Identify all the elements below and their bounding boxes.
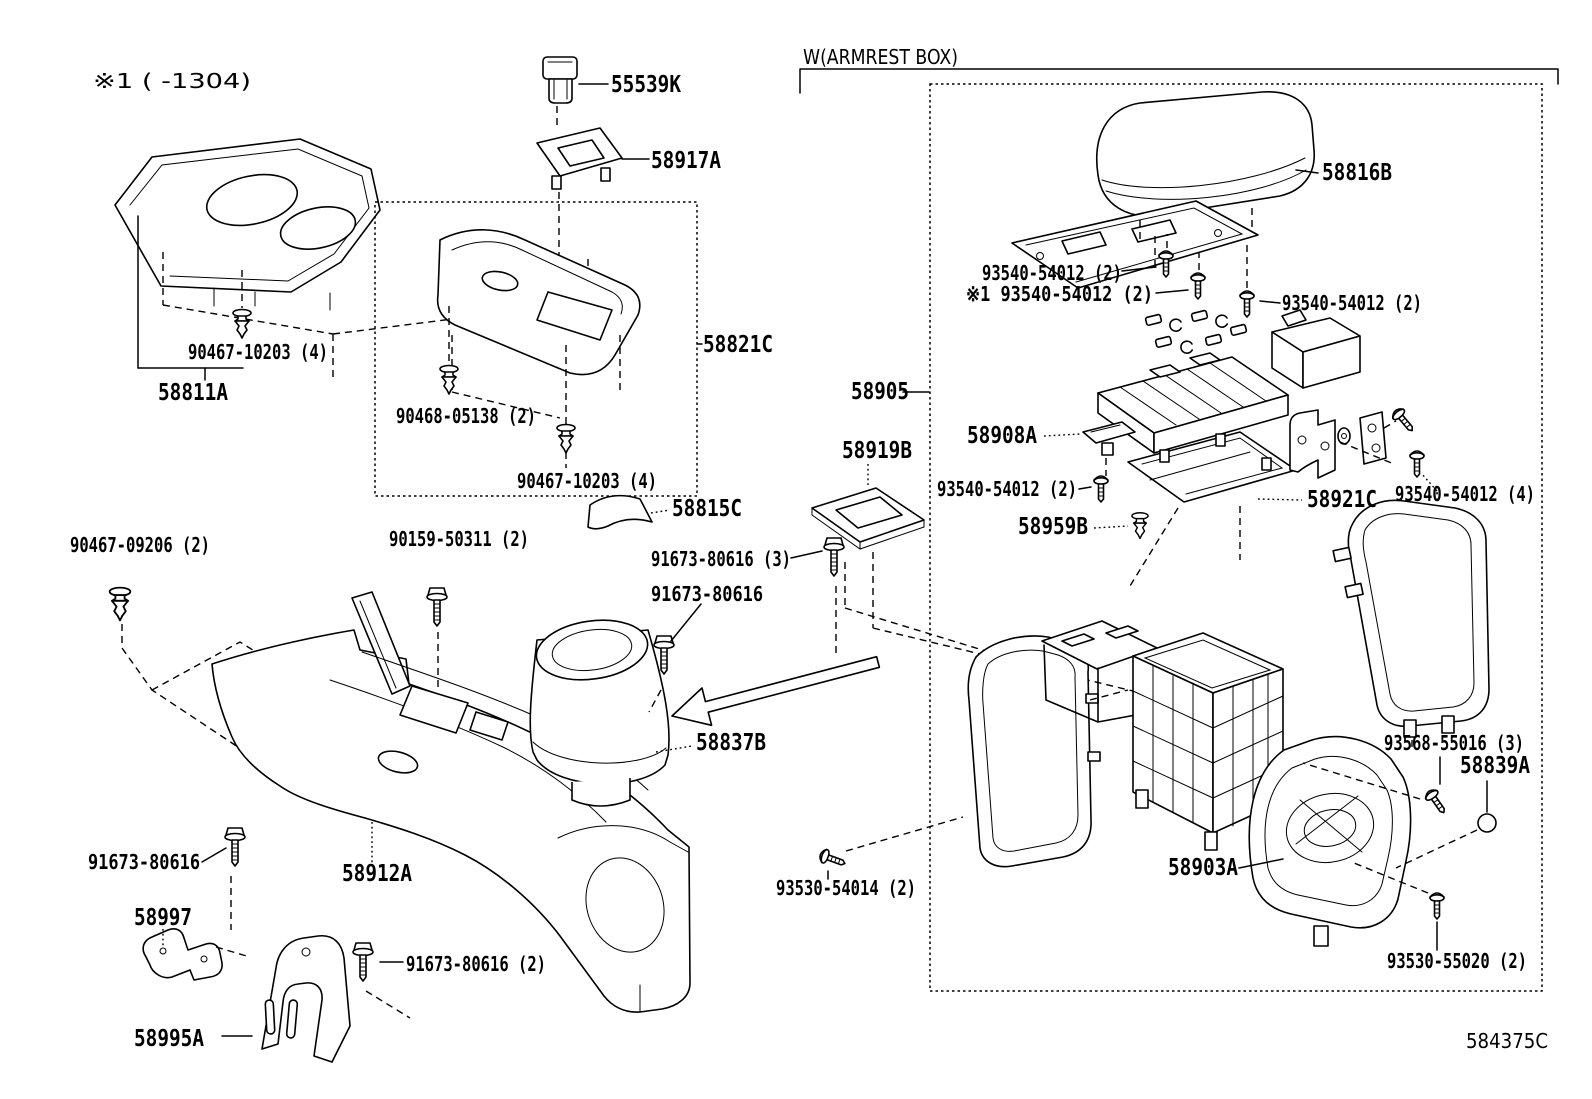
label-90468-05138: 90468-05138 (2)	[396, 404, 536, 428]
mechanism-block-drawing	[1097, 352, 1289, 454]
label-90159-50311: 90159-50311 (2)	[389, 527, 529, 551]
part-58997-drawing	[142, 928, 251, 981]
label-93530-54014: 93530-54014 (2)	[776, 876, 916, 900]
label-58917a: 58917A	[651, 148, 721, 174]
screw-93530-54014-drawing	[817, 816, 964, 880]
label-58903a: 58903A	[1168, 855, 1238, 881]
label-58837b: 58837B	[696, 730, 766, 756]
label-91673-80616-a: 91673-80616	[651, 582, 763, 606]
part-58811a-drawing	[114, 138, 589, 382]
label-91673-80616-b: 91673-80616	[88, 850, 200, 874]
part-58921c-drawing	[1127, 431, 1303, 587]
screw-93530-55020-drawing	[1353, 862, 1445, 951]
label-90467-10203-b: 90467-10203 (4)	[517, 469, 657, 493]
label-93540-54012-a: 93540-54012 (2)	[982, 261, 1122, 285]
part-58917a-drawing	[536, 127, 650, 283]
part-58815c-drawing	[587, 494, 671, 530]
screws-93540-54012-drawing	[1121, 234, 1281, 318]
label-93540-54012-4: 93540-54012 (4)	[1395, 482, 1535, 506]
hinge-hardware-drawing	[1289, 405, 1438, 492]
label-58995a: 58995A	[134, 1026, 204, 1052]
bolt-91673-80616-a-drawing	[648, 603, 702, 713]
label-58908a: 58908A	[967, 423, 1037, 449]
label-91673-80616-3: 91673-80616 (3)	[651, 547, 791, 571]
part-58816b-drawing	[1096, 91, 1319, 217]
label-90467-10203-a: 90467-10203 (4)	[188, 340, 328, 364]
bolt-91673-80616-3-drawing	[790, 537, 845, 658]
label-55539k: 55539K	[611, 72, 681, 98]
bolt-91673-80616-b-drawing	[201, 827, 246, 930]
part-58821c-drawing	[374, 201, 703, 497]
diagram-code: 584375C	[1466, 1029, 1548, 1053]
label-90467-09206: 90467-09206 (2)	[70, 533, 210, 557]
label-58815c: 58815C	[672, 496, 742, 522]
label-58919b: 58919B	[842, 438, 912, 464]
label-93540-54012-b: ※1 93540-54012 (2)	[966, 282, 1153, 306]
part-58995a-drawing	[221, 934, 351, 1063]
label-58816b: 58816B	[1322, 160, 1392, 186]
part-58919b-drawing	[811, 464, 1138, 693]
label-58912a: 58912A	[342, 861, 412, 887]
part-58837b-drawing	[529, 619, 693, 807]
assembly-arrow	[671, 655, 881, 727]
grommet-58839a-drawing	[1395, 780, 1497, 869]
label-58959b: 58959B	[1018, 514, 1088, 540]
label-58839a: 58839A	[1460, 753, 1530, 779]
bolt-91673-80616-2-drawing	[352, 942, 411, 1019]
screw-93568-55016-drawing	[1302, 756, 1451, 818]
label-93540-54012-c: 93540-54012 (2)	[1282, 291, 1422, 315]
armrest-left-panel-drawing	[967, 635, 1129, 868]
part-58903a-drawing	[1238, 735, 1412, 947]
label-58905: 58905	[851, 379, 909, 405]
armrest-right-panel-drawing	[1332, 499, 1490, 752]
label-93540-54012-d: 93540-54012 (2)	[937, 477, 1077, 501]
label-91673-80616-2: 91673-80616 (2)	[406, 952, 546, 976]
part-55539k-drawing	[542, 56, 609, 126]
label-58921c: 58921C	[1307, 487, 1377, 513]
note-top-left: ※1 ( -1304)	[93, 69, 251, 93]
armrest-hinge-plate-drawing	[1011, 200, 1259, 289]
lock-box-drawing	[1271, 309, 1361, 389]
label-58811a: 58811A	[158, 380, 228, 406]
armrest-section-title: W(ARMREST BOX)	[803, 45, 958, 69]
label-58821c: 58821C	[703, 332, 773, 358]
label-58997: 58997	[134, 905, 192, 931]
latch-clip-cluster-drawing	[1144, 309, 1248, 354]
part-58908a-drawing	[1043, 421, 1136, 503]
part-58912a-drawing	[211, 591, 691, 1013]
bolt-90159-50311-drawing	[426, 587, 448, 692]
label-93530-55020: 93530-55020 (2)	[1387, 949, 1527, 973]
label-93568-55016: 93568-55016 (3)	[1384, 731, 1524, 755]
armrest-section-frame	[799, 68, 1559, 992]
part-58959b-drawing	[1093, 512, 1149, 540]
